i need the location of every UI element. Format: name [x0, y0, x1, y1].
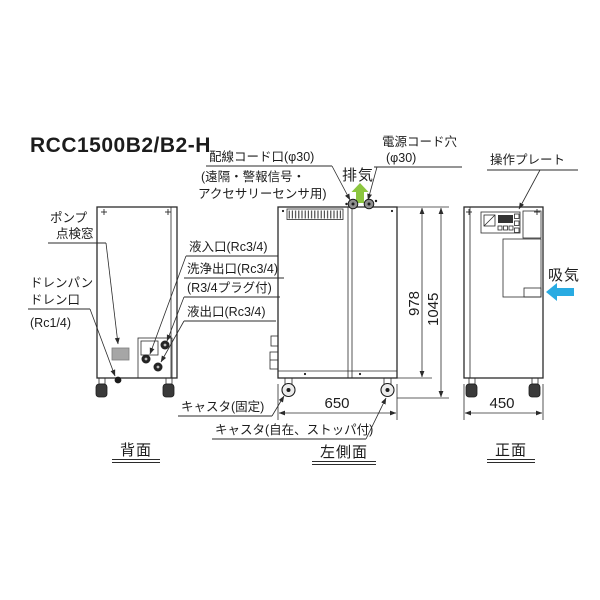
wiring-port-label: 配線コード口(φ30) (遠隔・警報信号・ アクセサリーセンサ用)	[198, 149, 351, 201]
dim-body-height: 978	[406, 291, 423, 316]
svg-text:(遠隔・警報信号・: (遠隔・警報信号・	[201, 169, 305, 184]
svg-text:排気: 排気	[342, 167, 374, 184]
cord-grommets	[345, 198, 378, 210]
power-cord-hole-label: 電源コード穴 (φ30)	[367, 134, 462, 201]
height-dimensions: 978 1045	[397, 206, 449, 399]
front-view-drawing	[463, 206, 544, 398]
svg-text:(R3/4プラグ付): (R3/4プラグ付)	[187, 281, 272, 295]
caster-icon	[95, 377, 175, 398]
dim-side-width: 650	[324, 395, 349, 412]
front-width-dimension: 450	[463, 384, 544, 420]
operation-plate-label: 操作プレート	[487, 152, 578, 210]
svg-text:電源コード穴: 電源コード穴	[382, 134, 458, 149]
svg-text:配線コード口(φ30): 配線コード口(φ30)	[209, 149, 314, 164]
svg-text:洗浄出口(Rc3/4): 洗浄出口(Rc3/4)	[187, 262, 278, 276]
exhaust-label: 排気	[342, 167, 374, 184]
svg-text:(Rc1/4): (Rc1/4)	[30, 316, 71, 330]
caption-side: 左側面	[312, 444, 376, 465]
piping-ports	[141, 340, 170, 372]
svg-text:ドレン口: ドレン口	[30, 293, 80, 307]
svg-text:正面: 正面	[495, 442, 527, 459]
svg-text:キャスタ(固定): キャスタ(固定)	[181, 399, 264, 414]
svg-text:点検窓: 点検窓	[56, 226, 94, 241]
intake-left-arrow-icon	[546, 283, 574, 301]
svg-text:キャスタ(自在、ストッパ付): キャスタ(自在、ストッパ付)	[215, 423, 373, 437]
intake-label: 吸気	[548, 267, 580, 284]
operation-plate	[480, 211, 521, 234]
exhaust-up-arrow-icon	[351, 183, 369, 203]
caster-fixed-label: キャスタ(固定)	[178, 395, 285, 417]
svg-text:ドレンパン: ドレンパン	[30, 276, 93, 290]
page-title: RCC1500B2/B2-H	[30, 134, 211, 157]
caster-icon	[465, 377, 541, 398]
pump-window-label: ポンプ 点検窓	[48, 211, 120, 345]
dim-total-height: 1045	[425, 293, 442, 326]
svg-text:液出口(Rc3/4): 液出口(Rc3/4)	[187, 304, 265, 319]
back-view-drawing	[95, 206, 178, 398]
svg-text:ポンプ: ポンプ	[50, 211, 88, 225]
caption-back: 背面	[112, 442, 160, 463]
side-view-drawing	[269, 198, 398, 398]
vent-slots	[286, 208, 344, 220]
svg-text:液入口(Rc3/4): 液入口(Rc3/4)	[189, 239, 267, 254]
screw-icon	[466, 209, 540, 215]
drain-pan-port	[114, 376, 122, 384]
caster-swivel-label: キャスタ(自在、ストッパ付)	[212, 397, 387, 440]
screw-icon	[101, 209, 171, 215]
wash-outlet-label: 洗浄出口(Rc3/4) (R3/4プラグ付)	[166, 262, 284, 342]
drain-pan-label: ドレンパン ドレン口 (Rc1/4)	[28, 276, 116, 377]
liquid-inlet-label: 液入口(Rc3/4)	[149, 239, 278, 355]
caption-front: 正面	[487, 442, 535, 463]
pump-inspection-window	[111, 347, 130, 361]
side-width-dimension: 650	[277, 384, 398, 420]
svg-text:背面: 背面	[120, 442, 152, 459]
svg-text:アクセサリーセンサ用): アクセサリーセンサ用)	[198, 187, 327, 201]
svg-text:操作プレート: 操作プレート	[490, 152, 565, 167]
svg-text:(φ30): (φ30)	[386, 151, 416, 165]
svg-text:左側面: 左側面	[320, 444, 368, 461]
caster-icon	[281, 377, 395, 398]
liquid-outlet-label: 液出口(Rc3/4)	[160, 304, 276, 363]
svg-text:吸気: 吸気	[548, 267, 580, 284]
rear-port-protrusions	[269, 335, 279, 370]
dim-front-width: 450	[489, 395, 514, 412]
